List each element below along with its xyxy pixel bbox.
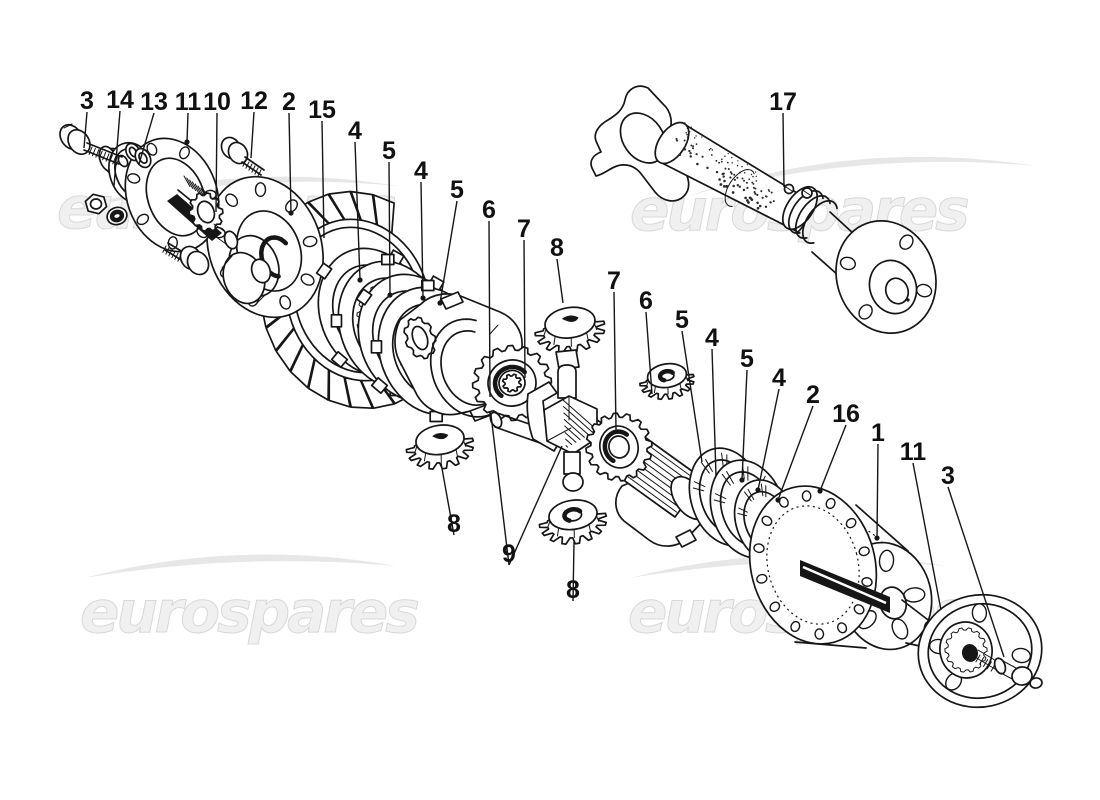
pinion-shaft-10 bbox=[167, 175, 239, 250]
planet-gear-8-left bbox=[405, 424, 475, 470]
differential-drive-flange bbox=[206, 175, 324, 319]
propeller-shaft-assembly bbox=[590, 85, 937, 334]
callout-label-4: 4 bbox=[772, 364, 786, 392]
callout-label-3: 3 bbox=[941, 462, 955, 490]
spider-cross-9 bbox=[489, 349, 623, 492]
callout-label-8: 8 bbox=[550, 234, 564, 262]
callout-label-16: 16 bbox=[832, 400, 860, 428]
callout-label-15: 15 bbox=[308, 96, 336, 124]
callout-label-5: 5 bbox=[450, 176, 464, 204]
callout-label-2: 2 bbox=[282, 88, 296, 116]
callout-label-17: 17 bbox=[769, 88, 797, 116]
planet-gear-8-top bbox=[534, 306, 606, 354]
callout-label-4: 4 bbox=[705, 324, 719, 352]
bolt-12-lower bbox=[162, 242, 210, 276]
watermark-text: eurospares bbox=[80, 578, 418, 646]
callout-label-13: 13 bbox=[140, 88, 168, 116]
callout-label-14: 14 bbox=[106, 86, 134, 114]
callout-label-6: 6 bbox=[482, 196, 496, 224]
callout-label-6: 6 bbox=[639, 287, 653, 315]
callout-label-2: 2 bbox=[806, 381, 820, 409]
callout-label-12: 12 bbox=[240, 87, 268, 115]
swoosh-shape bbox=[84, 554, 396, 578]
bolt-12 bbox=[220, 136, 265, 177]
callout-label-11: 11 bbox=[175, 88, 202, 116]
planet-gear-8-bottom bbox=[538, 499, 608, 545]
watermark-bottom-left: eurospares bbox=[80, 554, 422, 647]
callout-label-3: 3 bbox=[80, 87, 94, 115]
axle-hub-flange bbox=[917, 593, 1043, 709]
side-pinion-6-right bbox=[639, 362, 695, 401]
callout-label-5: 5 bbox=[675, 306, 689, 334]
bolt-3-and-washers-14 bbox=[59, 123, 152, 169]
differential-housing bbox=[748, 485, 951, 651]
callout-label-1: 1 bbox=[871, 419, 885, 447]
callout-label-11: 11 bbox=[900, 438, 927, 466]
callout-label-9: 9 bbox=[502, 540, 516, 568]
callout-label-4: 4 bbox=[414, 157, 428, 185]
callout-label-7: 7 bbox=[517, 215, 531, 243]
callout-label-10: 10 bbox=[203, 88, 231, 116]
callout-label-7: 7 bbox=[607, 267, 621, 295]
nut-and-washer bbox=[84, 193, 128, 226]
callout-label-8: 8 bbox=[447, 510, 461, 538]
callout-label-4: 4 bbox=[348, 117, 362, 145]
callout-label-5: 5 bbox=[740, 345, 754, 373]
callout-label-8: 8 bbox=[566, 576, 580, 604]
callout-label-5: 5 bbox=[382, 137, 396, 165]
